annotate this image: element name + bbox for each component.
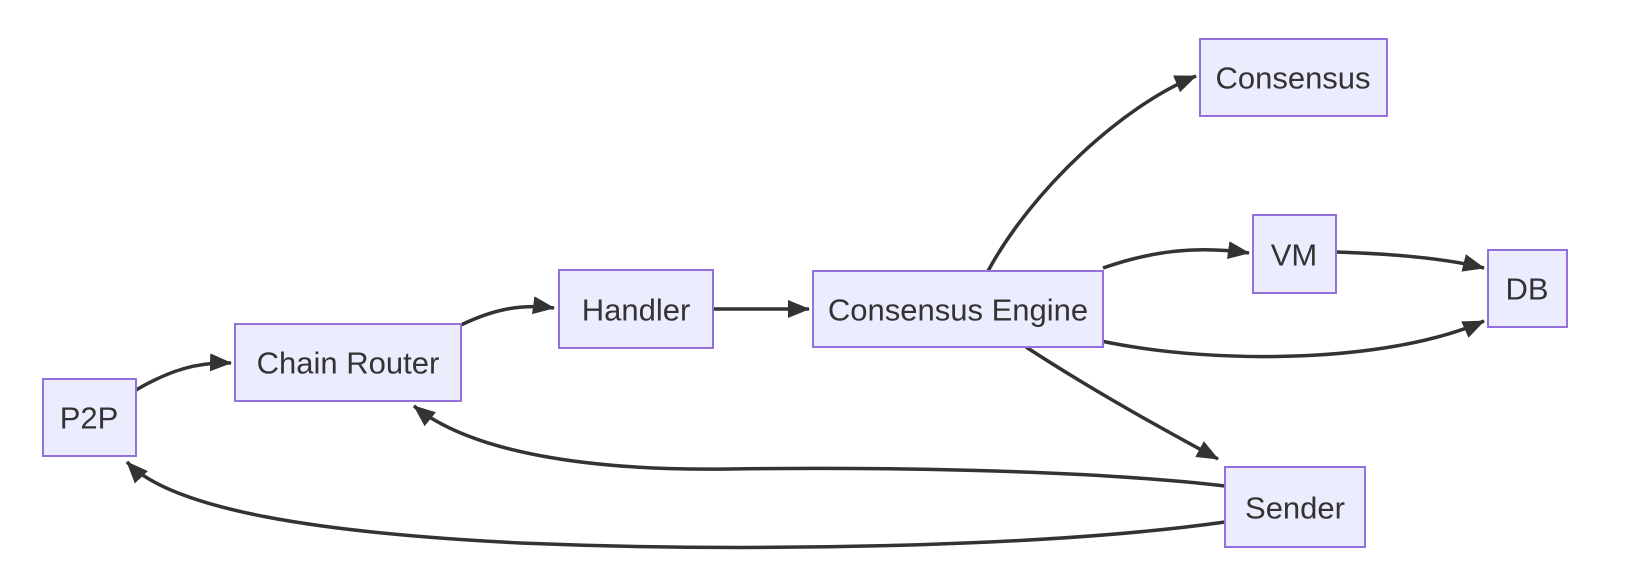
node-handler-label: Handler [582,293,691,328]
node-vm-box [1252,214,1337,294]
node-db-label: DB [1505,272,1548,307]
edge-chain-router-to-handler [460,296,555,327]
node-handler: Handler [558,269,714,349]
edge-layer [125,74,1485,550]
edge-vm-to-db [1335,250,1485,272]
edge-consensus-engine-to-vm [1102,241,1250,270]
node-vm: VM [1252,214,1337,294]
node-db: DB [1487,249,1568,328]
node-consensus-box [1199,38,1388,117]
node-vm-label: VM [1271,238,1318,273]
node-p2p-box [42,378,137,457]
node-chain-router: Chain Router [234,323,462,402]
node-sender-label: Sender [1245,491,1345,526]
node-sender: Sender [1224,466,1366,548]
node-consensus-engine-box [812,270,1104,348]
node-consensus: Consensus [1199,38,1388,117]
node-sender-box [1224,466,1366,548]
node-consensus-label: Consensus [1215,61,1370,96]
node-chain-router-label: Chain Router [257,346,440,381]
node-consensus-engine: Consensus Engine [812,270,1104,348]
edge-sender-to-p2p [125,460,1226,550]
node-layer: P2P Chain Router Handler Consensus Engin… [42,38,1568,548]
edge-consensus-engine-to-consensus [986,74,1197,272]
edge-sender-to-chain-router [412,404,1226,488]
node-handler-box [558,269,714,349]
node-p2p-label: P2P [60,401,119,436]
edge-consensus-engine-to-sender [1025,345,1219,461]
node-consensus-engine-label: Consensus Engine [828,293,1088,328]
node-db-box [1487,249,1568,328]
edge-consensus-engine-to-db [1100,319,1485,359]
edge-p2p-to-chain-router [135,353,232,392]
node-p2p: P2P [42,378,137,457]
node-chain-router-box [234,323,462,402]
